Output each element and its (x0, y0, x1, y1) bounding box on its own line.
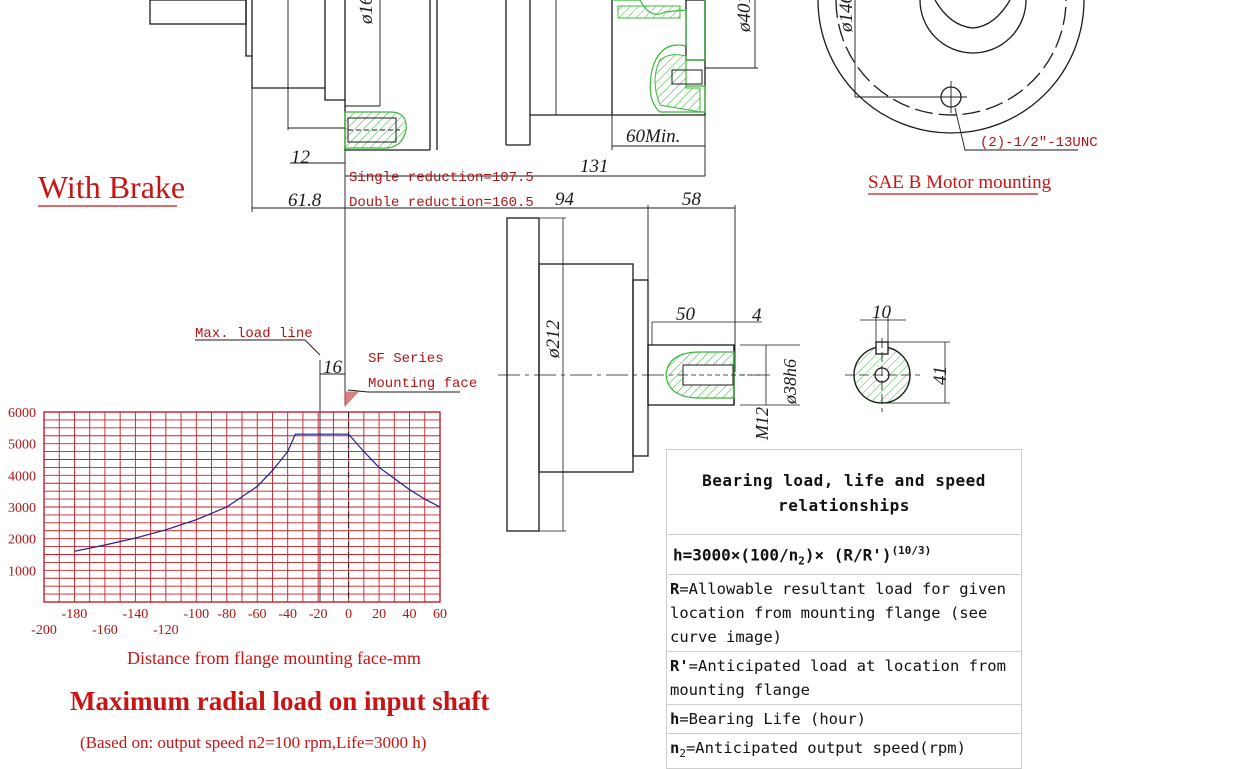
dim-m12: M12 (752, 407, 772, 441)
x-tick-label: -160 (92, 623, 118, 638)
double-reduction-label: Double reduction=160.5 (349, 195, 534, 211)
y-tick-label: 1000 (8, 564, 36, 579)
gearbox-side-view (149, 0, 706, 151)
chart-xlabel: Distance from flange mounting face-mm (127, 648, 421, 668)
table-row: n2=Anticipated output speed(rpm) (666, 732, 1022, 769)
x-tick-label: -200 (31, 623, 57, 638)
x-tick-label: -100 (183, 607, 209, 622)
chart-plot (74, 433, 441, 552)
mounting-face-label: Mounting face (368, 376, 477, 392)
dim-61-8: 61.8 (288, 190, 322, 211)
dim-dia212: ø212 (543, 320, 564, 360)
y-tick-label: 2000 (8, 533, 36, 548)
sae-mounting-label: SAE B Motor mounting (868, 172, 1052, 193)
x-tick-label: 20 (372, 607, 386, 622)
table-row: h=Bearing Life (hour) (666, 703, 1022, 734)
dim-4: 4 (752, 305, 762, 326)
x-tick-label: -60 (248, 607, 267, 622)
dimension-lines-top (251, 0, 758, 405)
dim-dia146: ø146 (836, 0, 857, 33)
y-tick-label: 5000 (8, 438, 36, 453)
x-tick-label: 40 (403, 607, 417, 622)
with-brake-label: With Brake (38, 169, 185, 205)
single-reduction-label: Single reduction=107.5 (349, 170, 534, 186)
dim-50: 50 (676, 304, 696, 325)
chart-grid (43, 411, 441, 603)
bolt-callout: (2)-1/2"-13UNC (980, 135, 1098, 151)
x-tick-label: 60 (433, 607, 447, 622)
dim-131: 131 (580, 156, 609, 177)
table-row: R=Allowable resultant load for given loc… (666, 573, 1022, 652)
shaft-cross-section (845, 316, 950, 412)
load-curve (74, 433, 441, 552)
table-title: Bearing load, life and speed relationshi… (666, 449, 1022, 535)
dim-94: 94 (555, 189, 575, 210)
dim-60min: 60Min. (626, 126, 680, 147)
x-tick-label: -120 (153, 623, 179, 638)
y-tick-label: 3000 (8, 501, 36, 516)
dim-12: 12 (291, 147, 311, 168)
bearing-relationships-table: Bearing load, life and speed relationshi… (666, 449, 1022, 769)
dim-16: 16 (323, 357, 343, 378)
y-tick-label: 4000 (8, 469, 36, 484)
table-row: R'=Anticipated load at location from mou… (666, 650, 1022, 705)
dim-dia401: ø401 (734, 0, 755, 33)
x-tick-label: -140 (123, 607, 149, 622)
x-tick-label: -40 (278, 607, 297, 622)
max-load-line-label: Max. load line (195, 326, 313, 342)
chart-title: Maximum radial load on input shaft (70, 686, 489, 716)
x-tick-label: -180 (62, 607, 88, 622)
flange-front-view (498, 217, 800, 532)
series-label: SF Series (368, 351, 444, 367)
sae-motor-mounting-view (817, 0, 1085, 151)
dim-58: 58 (682, 189, 702, 210)
hatched-sections-mid (665, 351, 760, 399)
bearing-formula: h=3000×(100/n2)× (R/R')(10/3) (666, 534, 1022, 575)
dim-10: 10 (872, 302, 892, 323)
x-tick-label: -20 (309, 607, 328, 622)
y-tick-label: 6000 (8, 406, 36, 421)
dim-dia38h6: ø38h6 (780, 359, 800, 405)
x-tick-label: -80 (217, 607, 236, 622)
dim-41: 41 (930, 366, 951, 385)
chart-subtitle: (Based on: output speed n2=100 rpm,Life=… (80, 733, 426, 752)
dim-dia16: ø16 (356, 0, 377, 25)
x-tick-label: 0 (345, 607, 352, 622)
